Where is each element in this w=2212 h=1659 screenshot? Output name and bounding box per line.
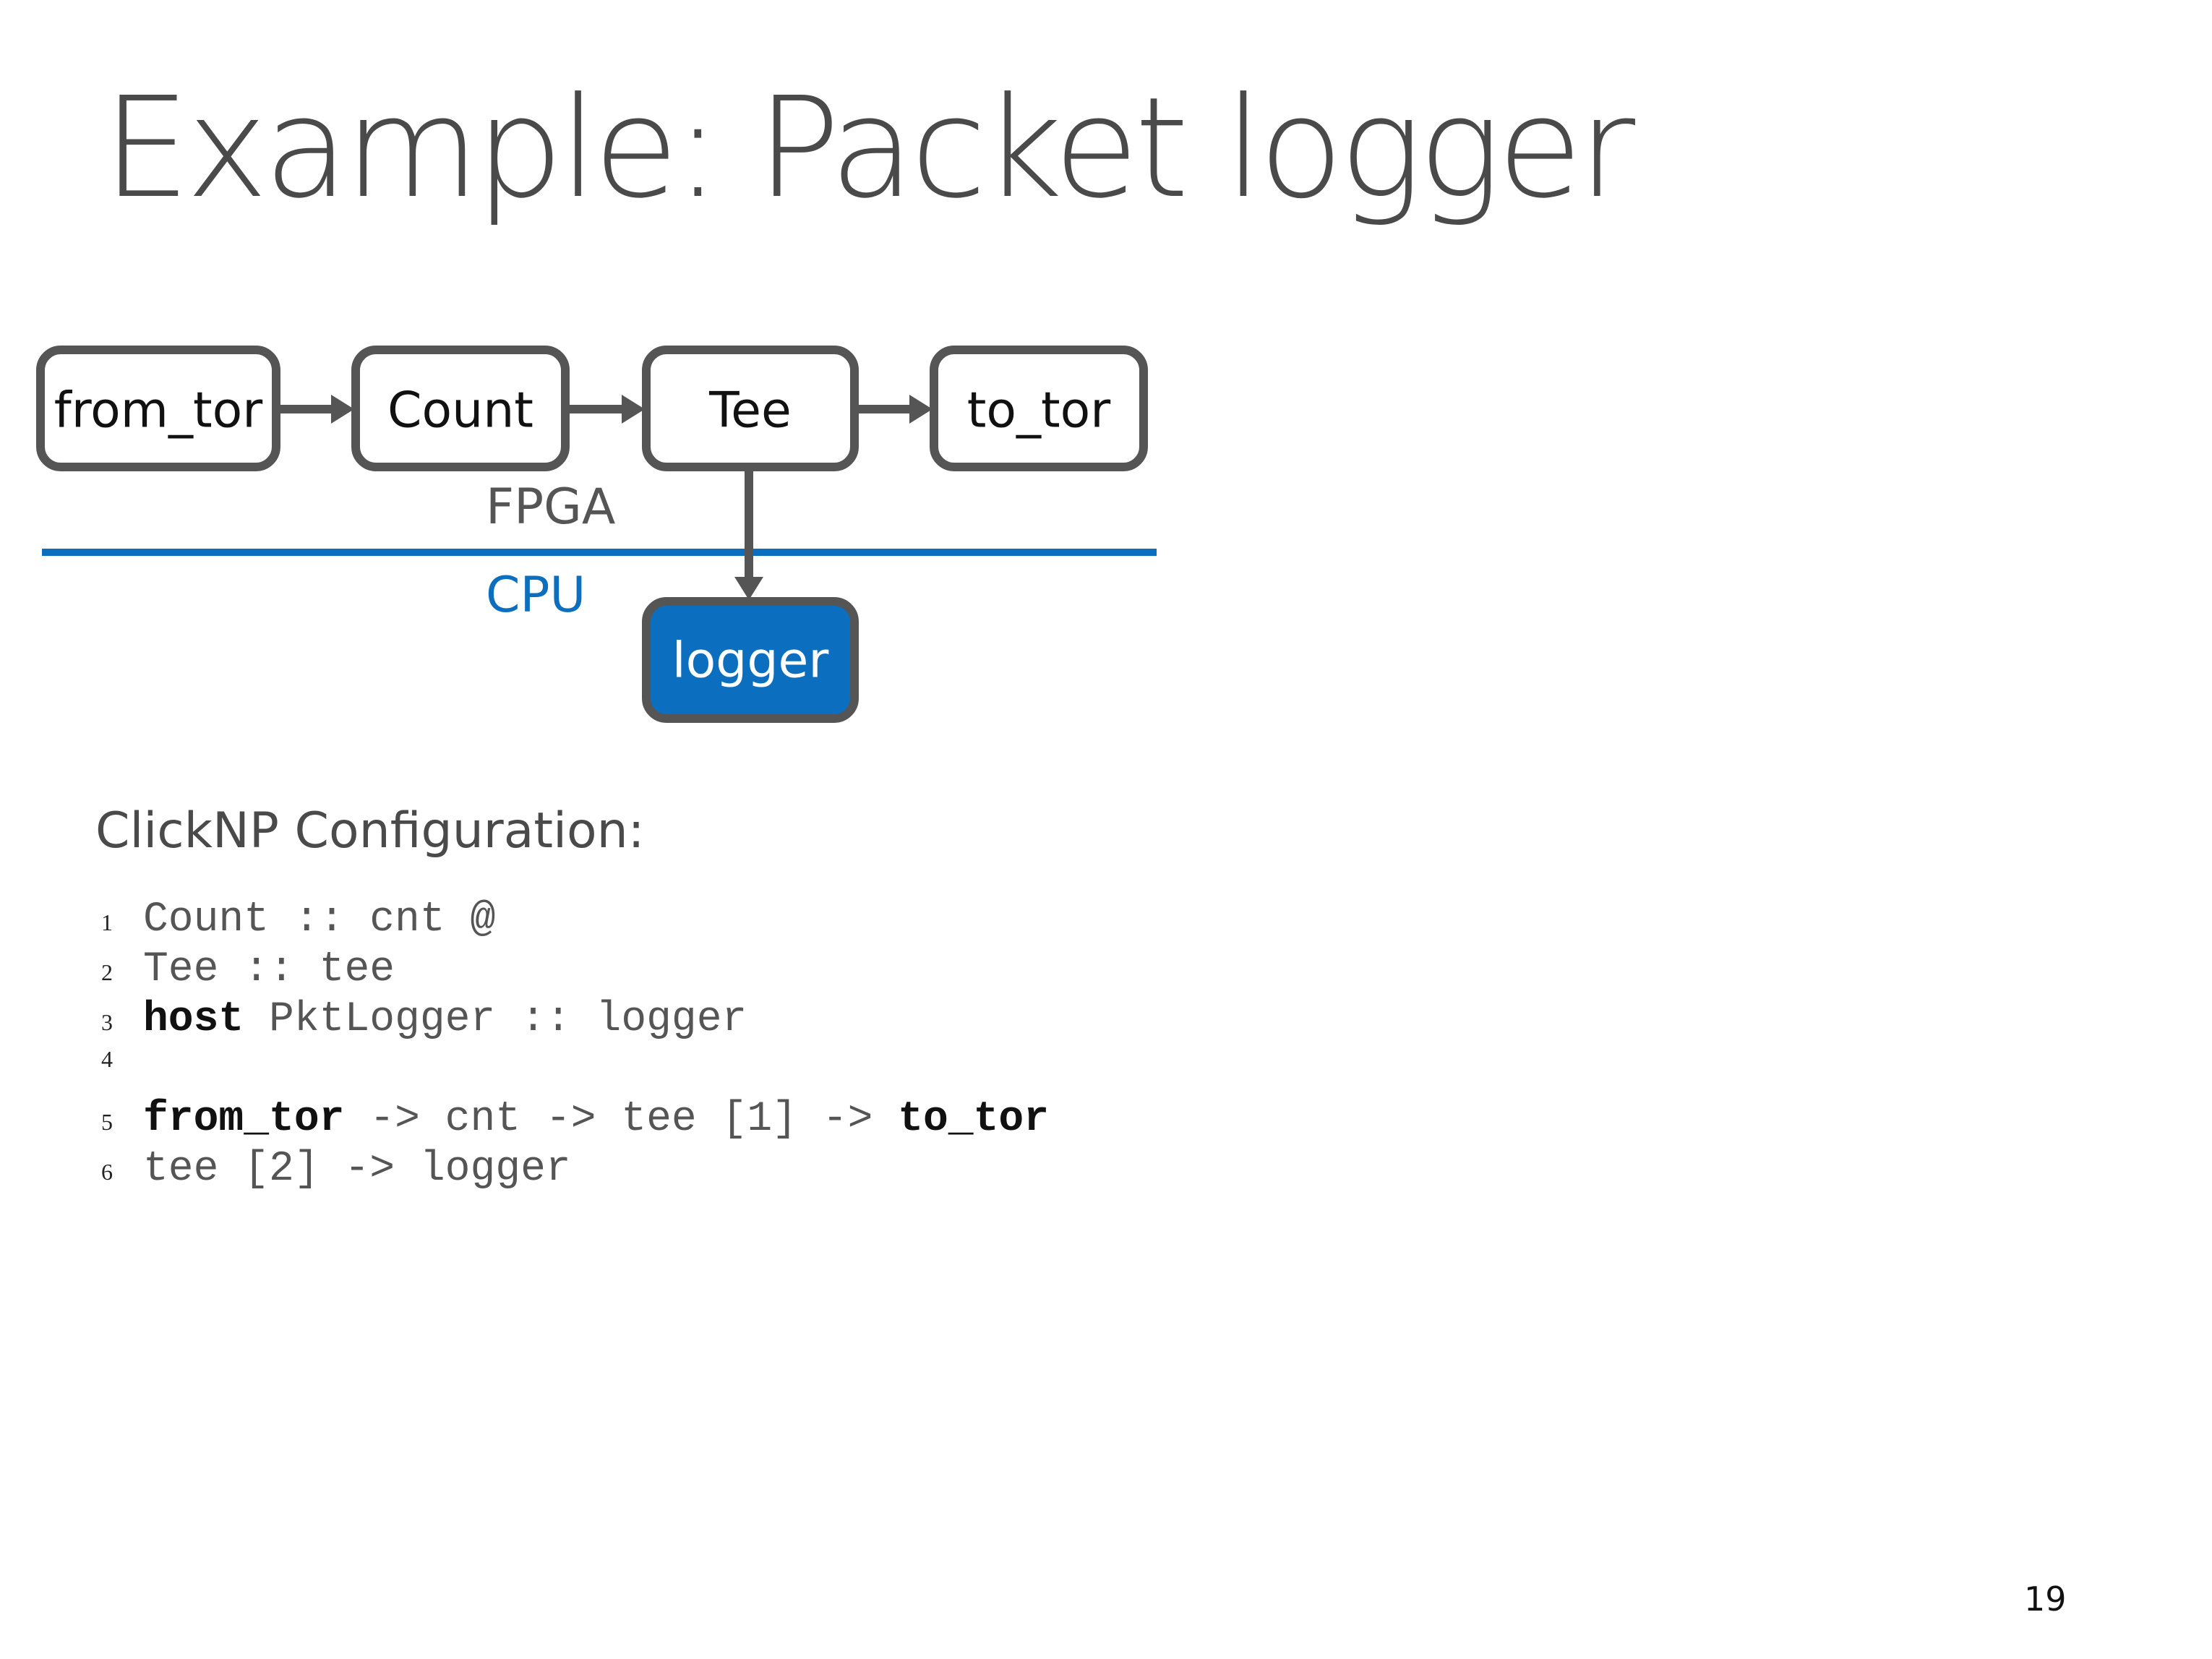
node-from_tor-label: from_tor [54, 382, 263, 440]
config-heading: ClickNP Configuration: [95, 802, 645, 859]
line-number: 5 [101, 1109, 113, 1135]
code-line: 2 Tee :: tee [101, 946, 1049, 996]
node-tee-label: Tee [708, 382, 792, 440]
code-line: 5 from_tor -> cnt -> tee [1] -> to_tor [101, 1096, 1049, 1146]
node-logger: logger [642, 597, 859, 723]
code-text: -> cnt -> tee [1] -> [344, 1096, 899, 1143]
line-number: 2 [101, 959, 113, 985]
node-to_tor: to_tor [930, 346, 1148, 471]
code-text: Tee :: tee [143, 946, 395, 993]
line-number: 3 [101, 1009, 113, 1035]
arrowhead-tee [622, 395, 645, 424]
node-count-label: Count [387, 382, 533, 440]
code-keyword: to_tor [898, 1096, 1050, 1143]
arrowhead-logger [734, 577, 763, 600]
node-from_tor: from_tor [36, 346, 280, 471]
code-line: 1 Count :: cnt @ [101, 896, 1049, 946]
code-text: Count :: cnt @ [143, 896, 496, 943]
code-line: 6 tee [2] -> logger [101, 1146, 1049, 1196]
code-line: 3 host PktLogger :: logger [101, 996, 1049, 1046]
code-text: PktLogger :: logger [244, 996, 747, 1043]
arrowhead-to_tor [909, 395, 933, 424]
arrowhead-count [331, 395, 354, 424]
slide-title: Example: Packet logger [103, 68, 1635, 229]
code-text: tee [2] -> logger [143, 1146, 571, 1193]
packet-logger-diagram: FPGA CPU from_tor Count Tee to_tor logge… [36, 346, 1157, 723]
node-to_tor-label: to_tor [967, 382, 1111, 440]
node-logger-label: logger [672, 633, 829, 690]
node-tee: Tee [642, 346, 859, 471]
line-number: 1 [101, 909, 113, 935]
cpu-region-label: CPU [486, 567, 586, 624]
code-keyword: host [143, 996, 244, 1043]
code-keyword: from_tor [143, 1096, 345, 1143]
code-line: 4 [101, 1046, 1049, 1096]
line-number: 4 [101, 1046, 113, 1072]
line-number: 6 [101, 1159, 113, 1185]
page-number: 19 [2024, 1579, 2067, 1619]
node-count: Count [351, 346, 570, 471]
fpga-region-label: FPGA [486, 479, 615, 536]
